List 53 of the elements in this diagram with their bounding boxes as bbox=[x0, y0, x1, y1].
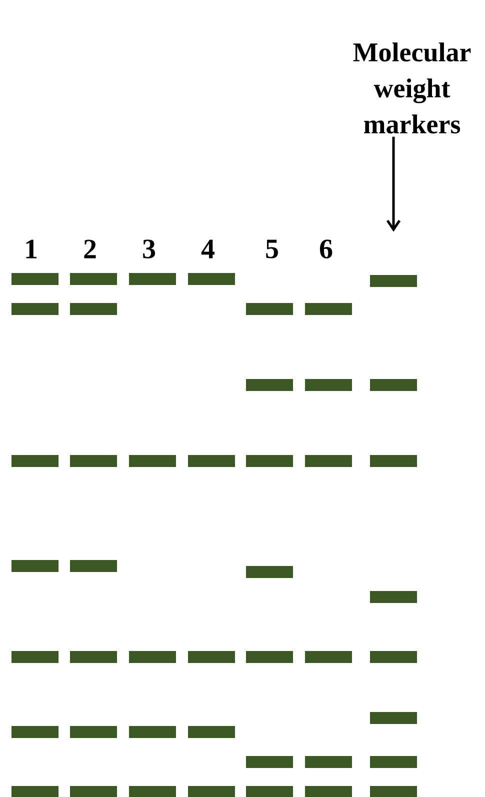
gel-band bbox=[188, 786, 235, 797]
gel-band bbox=[370, 786, 417, 797]
gel-band bbox=[246, 756, 293, 768]
gel-band bbox=[70, 455, 117, 467]
lane-number: 1 bbox=[26, 240, 37, 258]
gel-band bbox=[70, 786, 117, 797]
gel-band bbox=[12, 273, 58, 285]
lane-number: 5 bbox=[266, 240, 278, 258]
lane-number: 6 bbox=[320, 240, 332, 258]
gel-band bbox=[188, 651, 235, 663]
gel-band bbox=[246, 303, 293, 315]
gel-band bbox=[188, 726, 235, 738]
gel-band bbox=[246, 786, 293, 797]
gel-band bbox=[246, 566, 293, 578]
gel-band bbox=[12, 651, 58, 663]
gel-band bbox=[188, 455, 235, 467]
lane-number: 3 bbox=[143, 240, 156, 258]
gel-band bbox=[70, 726, 117, 738]
gel-band bbox=[12, 303, 58, 315]
gel-band bbox=[70, 651, 117, 663]
gel-band bbox=[70, 273, 117, 285]
gel-band bbox=[12, 455, 58, 467]
gel-band bbox=[305, 379, 352, 391]
gel-band bbox=[129, 651, 176, 663]
gel-band bbox=[370, 275, 417, 287]
gel-band bbox=[370, 455, 417, 467]
gel-band bbox=[129, 786, 176, 797]
gel-band bbox=[70, 303, 117, 315]
gel-band bbox=[129, 455, 176, 467]
gel-band bbox=[188, 273, 235, 285]
gel-band bbox=[12, 726, 58, 738]
gel-band bbox=[305, 303, 352, 315]
gel-band bbox=[370, 591, 417, 603]
arrow bbox=[386, 136, 401, 232]
gel-band bbox=[370, 651, 417, 663]
gel-band bbox=[305, 455, 352, 467]
gel-band bbox=[12, 786, 58, 797]
gel-band bbox=[370, 379, 417, 391]
gel-band bbox=[246, 651, 293, 663]
gel-band bbox=[12, 560, 58, 572]
gel-band bbox=[370, 756, 417, 768]
marker-label: Molecular weight markers bbox=[353, 42, 471, 134]
gel-band bbox=[129, 273, 176, 285]
gel-band bbox=[305, 786, 352, 797]
gel-band bbox=[305, 756, 352, 768]
gel-band bbox=[370, 712, 417, 724]
gel-band bbox=[129, 726, 176, 738]
gel-band bbox=[246, 455, 293, 467]
gel-band bbox=[305, 651, 352, 663]
gel-band bbox=[70, 560, 117, 572]
gel-band bbox=[246, 379, 293, 391]
lane-number: 2 bbox=[84, 240, 96, 258]
lane-number: 4 bbox=[201, 240, 214, 258]
